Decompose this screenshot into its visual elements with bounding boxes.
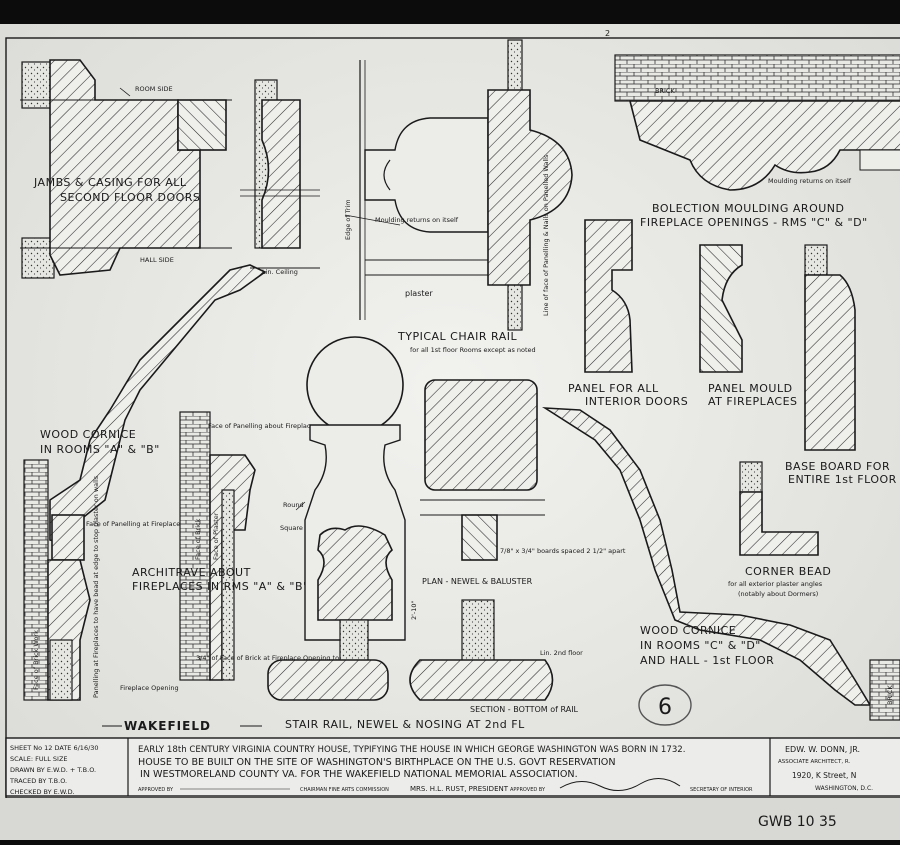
tb-right-3: 1920, K Street, N (792, 771, 856, 780)
ceiling-label: Lin. Ceiling (262, 268, 298, 276)
tb-chairman: CHAIRMAN FINE ARTS COMMISSION (300, 787, 389, 793)
jambs-title-2: SECOND FLOOR DOORS (60, 191, 200, 204)
tb-left-5: CHECKED BY E.W.D. (10, 788, 75, 796)
edge-trim-label: Edge of Trim (344, 199, 352, 240)
bolection-returns-label: Moulding returns on itself (768, 177, 852, 185)
architrave-note: 3/4" of Face of Brick at Fireplace Openi… (196, 654, 359, 662)
chair-rail-detail: Edge of Trim Moulding returns on itself … (344, 39, 573, 354)
fireplace-opening-label: Fireplace Opening (120, 684, 179, 692)
tb-center-1: EARLY 18th CENTURY VIRGINIA COUNTRY HOUS… (138, 745, 685, 755)
tb-approved-1: APPROVED BY (138, 787, 174, 793)
tb-center-2: HOUSE TO BE BUILT ON THE SITE OF WASHING… (138, 757, 616, 768)
cornice-ab-title-1: WOOD CORNICE (40, 428, 136, 441)
tb-left-4: TRACED BY T.B.O. (9, 777, 67, 785)
stair-dim: 2'-10" (410, 600, 418, 620)
tb-right-2: ASSOCIATE ARCHITECT, R. (778, 759, 851, 765)
bolection-title-2: FIREPLACE OPENINGS - RMS "C" & "D" (640, 216, 868, 229)
archive-mark: GWB 10 35 (758, 814, 837, 830)
plan-label: PLAN - NEWEL & BALUSTER (422, 577, 533, 586)
panel-doors-title-2: INTERIOR DOORS (585, 395, 688, 408)
base-board-title-2: ENTIRE 1st FLOOR (788, 473, 897, 486)
sheet-title: WAKEFIELD (124, 719, 211, 733)
wood-cornice-ab-detail: Lin. Ceiling WOOD CORNICE IN ROOMS "A" &… (23, 264, 320, 701)
cornice-ab-title-2: IN ROOMS "A" & "B" (40, 443, 160, 456)
circled-number: 6 (658, 695, 672, 720)
panel-mould-title-1: PANEL MOULD (708, 382, 793, 395)
tb-president: MRS. H.L. RUST, PRESIDENT (410, 785, 509, 793)
title-block: SHEET No 12 DATE 6/16/30 SCALE: FULL SIZ… (5, 737, 900, 797)
returns-label: Moulding returns on itself (375, 216, 459, 224)
tb-approved-2: APPROVED BY (510, 787, 546, 793)
panelling-note: Panelling at Fireplaces to have bead at … (92, 475, 100, 698)
stair-title: STAIR RAIL, NEWEL & NOSING AT 2nd FL (285, 718, 525, 731)
base-board-title-1: BASE BOARD FOR (785, 460, 890, 473)
square-label: Square (280, 524, 303, 532)
cornice-cd-title-1: WOOD CORNICE (640, 624, 736, 637)
cornice-cd-brick: BRICK (886, 685, 894, 705)
tb-right-4: WASHINGTON, D.C. (815, 785, 873, 792)
boards-label: 7/8" x 3/4" boards spaced 2 1/2" apart (500, 547, 626, 555)
architrave-face-brick: Face of Brick (194, 518, 202, 560)
panel-doors-title-1: PANEL FOR ALL (568, 382, 659, 395)
face-panelling-label: Face of Panelling at Fireplace (86, 520, 180, 528)
jambs-title-1: JAMBS & CASING FOR ALL (33, 176, 187, 189)
chair-rail-subtitle: for all 1st floor Rooms except as noted (410, 346, 536, 354)
jambs-casing-detail: ROOM SIDE HALL SIDE JAMBS & CASING FOR A… (20, 59, 320, 279)
section-label: SECTION - BOTTOM of RAIL (470, 705, 579, 714)
corner-bead-sub-1: for all exterior plaster angles (728, 580, 823, 588)
panel-details: PANEL FOR ALL INTERIOR DOORS PANEL MOULD… (568, 219, 897, 486)
architrave-face-plaster: Face of Plaster (212, 512, 220, 560)
panel-mould-title-2: AT FIREPLACES (708, 395, 798, 408)
corner-bead-title: CORNER BEAD (745, 565, 831, 578)
architrave-face-panelling: Face of Panelling about Fireplace (208, 422, 314, 430)
floor-label: Lin. 2nd floor (540, 649, 583, 657)
tb-left-1: SHEET No 12 DATE 6/16/30 (10, 744, 99, 752)
cornice-cd-title-2: IN ROOMS "C" & "D" (640, 639, 761, 652)
wood-cornice-cd-detail: CORNER BEAD for all exterior plaster ang… (541, 407, 900, 721)
architrave-detail: Face of Panelling about Fireplace Face o… (132, 411, 359, 681)
signature-mark (559, 778, 681, 791)
cornice-cd-title-3: AND HALL - 1st FLOOR (640, 654, 774, 667)
architrave-title-1: ARCHITRAVE ABOUT (132, 566, 251, 579)
bolection-detail: BRICK Moulding returns on itself BOLECTI… (614, 54, 900, 229)
chair-rail-title: TYPICAL CHAIR RAIL (397, 330, 517, 343)
tb-secretary: SECRETARY OF INTERIOR (690, 787, 753, 793)
face-panel-label: Line of face of Panelling & Nails on Pan… (542, 154, 550, 316)
tb-left-3: DRAWN BY E.W.D. + T.B.O. (10, 766, 96, 774)
corner-bead-sub-2: (notably about Dormers) (738, 590, 818, 598)
room-side-label: ROOM SIDE (135, 85, 173, 93)
tb-center-3: IN WESTMORELAND COUNTY VA. FOR THE WAKEF… (140, 769, 578, 780)
bolection-title-1: BOLECTION MOULDING AROUND (652, 202, 845, 215)
plaster-label: plaster (405, 289, 433, 298)
bolection-brick-label: BRICK (655, 87, 675, 95)
hall-side-label: HALL SIDE (140, 256, 174, 264)
round-label: Round (283, 501, 304, 509)
face-brick-label: Face of Brick Work (32, 630, 40, 690)
architrave-title-2: FIREPLACES IN RMS "A" & "B" (132, 580, 309, 593)
circled-number-ring (638, 684, 692, 726)
tb-right-1: EDW. W. DONN, JR. (785, 745, 860, 754)
stair-newel-detail: Round Square 2'-10" 7/8" x 3/4" boards s… (267, 336, 626, 731)
page-mark: 2 (605, 29, 610, 38)
tb-left-2: SCALE: FULL SIZE (10, 755, 68, 763)
